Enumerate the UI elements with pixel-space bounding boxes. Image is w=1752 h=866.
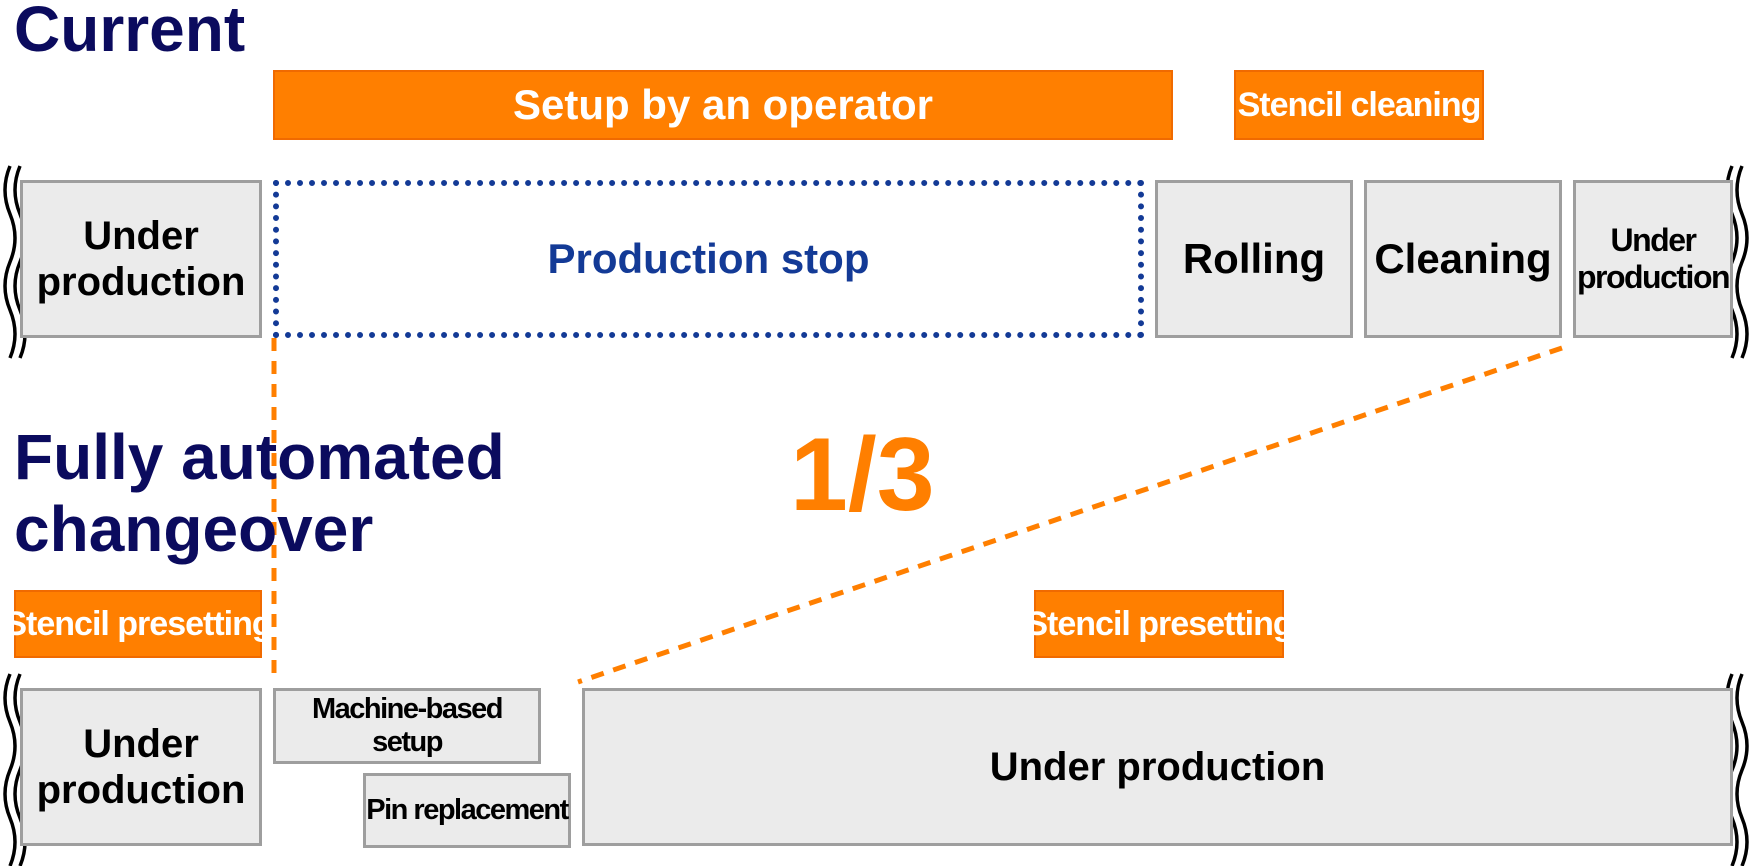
setup-by-operator-banner: Setup by an operator xyxy=(273,70,1173,140)
machine-based-setup-box: Machine-based setup xyxy=(273,688,541,764)
automated-heading-line1: Fully automated xyxy=(14,421,505,493)
orange-dashed-connector-diagonal xyxy=(577,345,1563,685)
stencil-cleaning-banner: Stencil cleaning xyxy=(1234,70,1484,140)
under-production-box-automated-left: Under production xyxy=(20,688,262,846)
production-stop-box: Production stop xyxy=(273,180,1144,338)
cleaning-box: Cleaning xyxy=(1364,180,1562,338)
stencil-presetting-banner-right: Stencil presetting xyxy=(1025,590,1294,658)
under-production-box-current-right: Under production xyxy=(1573,180,1733,338)
rolling-box: Rolling xyxy=(1155,180,1353,338)
under-production-box-current-left: Under production xyxy=(20,180,262,338)
break-mark-top-left xyxy=(3,165,17,359)
break-mark-bottom-left xyxy=(3,673,17,866)
break-mark-bottom-right-2 xyxy=(1735,673,1749,866)
under-production-box-automated-main: Under production xyxy=(582,688,1733,846)
break-mark-top-right-2 xyxy=(1735,165,1749,359)
pin-replacement-box: Pin replacement xyxy=(363,773,571,848)
stencil-presetting-banner-left: Stencil presetting xyxy=(4,590,273,658)
ratio-label: 1/3 xyxy=(790,417,935,533)
automated-heading-line2: changeover xyxy=(14,493,374,565)
current-heading: Current xyxy=(14,0,246,65)
